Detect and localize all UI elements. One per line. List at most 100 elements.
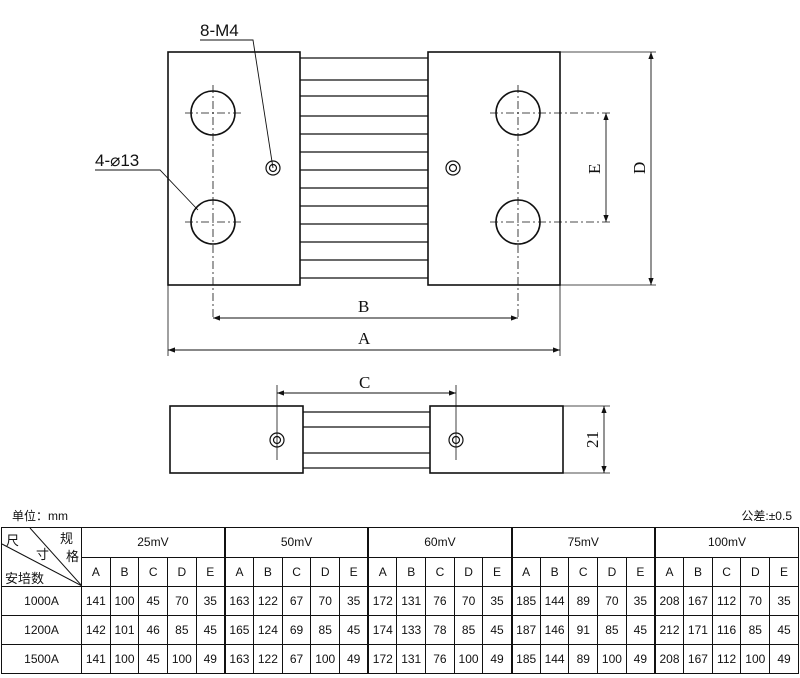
- table-cell: 100: [597, 644, 627, 674]
- table-cell: 185: [510, 644, 541, 674]
- column-header: D: [740, 556, 771, 587]
- table-cell: 45: [138, 586, 169, 616]
- column-header: A: [367, 556, 398, 587]
- column-header: E: [769, 556, 799, 587]
- left-terminal-block: [167, 51, 301, 286]
- column-header: C: [568, 556, 599, 587]
- table-cell: 131: [396, 644, 427, 674]
- table-cell: 100: [453, 644, 484, 674]
- column-header: D: [310, 556, 341, 587]
- corner-spec-1: 规: [60, 531, 74, 546]
- column-header: B: [109, 556, 140, 587]
- hole-label: 4-⌀13: [95, 151, 139, 170]
- group-header: 50mV: [223, 527, 369, 558]
- table-cell: 85: [167, 615, 197, 645]
- column-header: A: [653, 556, 685, 587]
- table-cell: 45: [769, 615, 799, 645]
- corner-header: 尺 寸 规 格 安培数: [1, 527, 82, 587]
- table-cell: 101: [109, 615, 140, 645]
- table-cell: 70: [167, 586, 197, 616]
- table-cell: 35: [195, 586, 226, 616]
- row-label: 1500A: [1, 644, 82, 674]
- table-cell: 85: [740, 615, 771, 645]
- table-cell: 85: [453, 615, 484, 645]
- screw-label: 8-M4: [200, 21, 239, 40]
- screw-holes: [265, 160, 461, 176]
- table-cell: 116: [711, 615, 742, 645]
- table-cell: 49: [482, 644, 513, 674]
- resistor-strips: [300, 57, 428, 279]
- table-cell: 146: [539, 615, 570, 645]
- table-cell: 67: [281, 644, 312, 674]
- table-cell: 35: [769, 586, 799, 616]
- table-cell: 100: [740, 644, 771, 674]
- corner-diagonals: [2, 528, 82, 586]
- table-cell: 141: [81, 644, 111, 674]
- table-cell: 165: [223, 615, 255, 645]
- table-cell: 144: [539, 644, 570, 674]
- table-cell: 172: [367, 644, 398, 674]
- column-header: C: [281, 556, 312, 587]
- table-cell: 35: [482, 586, 513, 616]
- table-cell: 78: [425, 615, 455, 645]
- table-cell: 49: [195, 644, 226, 674]
- dimension-c-label: C: [359, 373, 370, 392]
- column-header: E: [482, 556, 513, 587]
- table-cell: 91: [568, 615, 599, 645]
- table-cell: 100: [109, 586, 140, 616]
- table-cell: 49: [625, 644, 656, 674]
- column-header: C: [711, 556, 742, 587]
- table-cell: 163: [223, 644, 255, 674]
- column-header: E: [195, 556, 226, 587]
- shunt-drawing: 8-M4 4-⌀13 B A C E D 21: [95, 21, 656, 474]
- table-cell: 187: [510, 615, 541, 645]
- table-cell: 89: [568, 644, 599, 674]
- column-header: E: [339, 556, 369, 587]
- table-cell: 144: [539, 586, 570, 616]
- dimension-a-label: A: [358, 329, 371, 348]
- table-cell: 133: [396, 615, 427, 645]
- hole-leader: [95, 169, 199, 211]
- table-cell: 172: [367, 586, 398, 616]
- row-label: 1000A: [1, 586, 82, 616]
- table-cell: 167: [683, 644, 713, 674]
- table-cell: 124: [253, 615, 283, 645]
- side-left-block: [169, 405, 304, 474]
- table-cell: 208: [653, 586, 685, 616]
- column-header: B: [683, 556, 713, 587]
- column-header: D: [597, 556, 627, 587]
- dimension-e-label: E: [585, 164, 604, 174]
- screw-leader: [200, 39, 274, 169]
- corner-current: 安培数: [5, 571, 45, 586]
- table-cell: 208: [653, 644, 685, 674]
- group-header: 60mV: [367, 527, 513, 558]
- table-cell: 76: [425, 586, 455, 616]
- column-header: C: [138, 556, 169, 587]
- corner-size-2: 寸: [36, 547, 50, 562]
- dimension-b-label: B: [358, 297, 369, 316]
- table-cell: 45: [482, 615, 513, 645]
- table-cell: 100: [109, 644, 140, 674]
- table-cell: 122: [253, 644, 283, 674]
- table-cell: 131: [396, 586, 427, 616]
- table-cell: 185: [510, 586, 541, 616]
- corner-spec-2: 格: [66, 549, 80, 564]
- column-header: D: [453, 556, 484, 587]
- table-cell: 100: [167, 644, 197, 674]
- table-cell: 70: [597, 586, 627, 616]
- table-cell: 76: [425, 644, 455, 674]
- column-header: C: [425, 556, 455, 587]
- table-cell: 35: [625, 586, 656, 616]
- column-header: A: [510, 556, 541, 587]
- table-cell: 69: [281, 615, 312, 645]
- table-cell: 142: [81, 615, 111, 645]
- table-cell: 89: [568, 586, 599, 616]
- dimension-thickness-label: 21: [583, 431, 602, 448]
- group-header: 100mV: [653, 527, 799, 558]
- table-cell: 112: [711, 586, 742, 616]
- dimension-d-label: D: [630, 162, 649, 174]
